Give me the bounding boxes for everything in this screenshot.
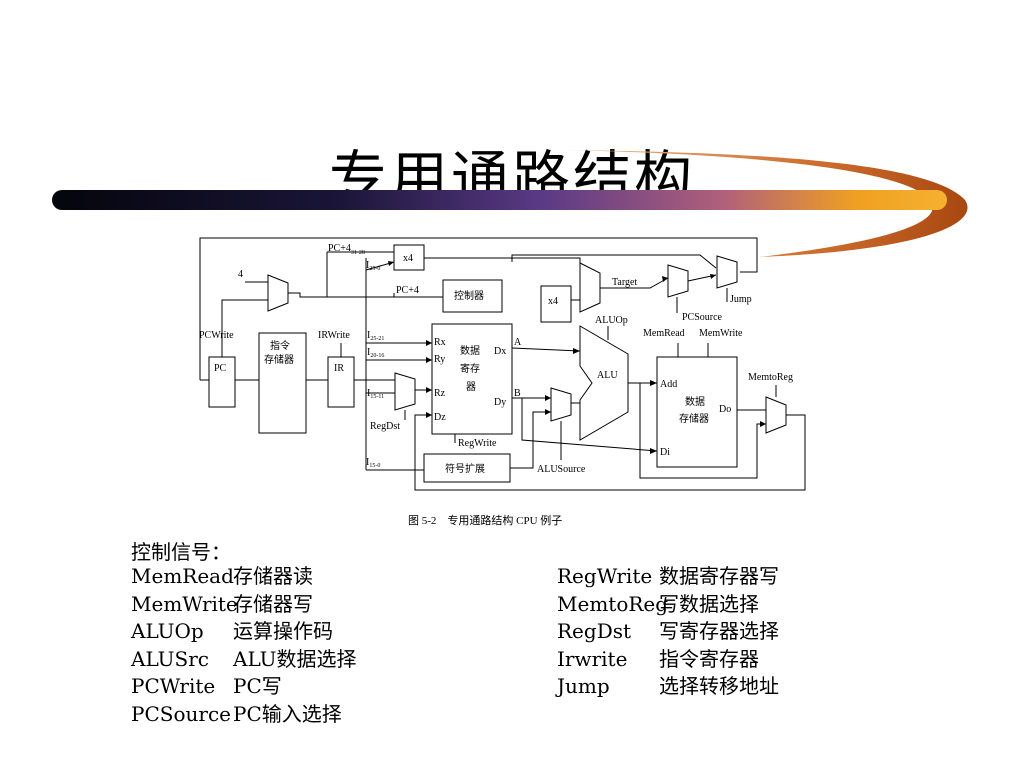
alu-label: ALU (597, 370, 618, 381)
signal-desc: 写数据选择 (659, 591, 759, 616)
label-i1511: I15-11 (367, 388, 384, 400)
label-memtoreg: MemtoReg (748, 372, 793, 383)
signal-desc: 数据寄存器写 (659, 564, 779, 588)
label-memread: MemRead (643, 328, 685, 339)
signal-name: PCWrite (131, 674, 216, 698)
label-x4-mid: x4 (548, 296, 558, 307)
signal-name: Jump (557, 674, 610, 698)
label-target: Target (612, 277, 637, 288)
signal-desc: 运算操作码 (233, 619, 333, 643)
signal-row: RegDst 写寄存器选择 (557, 618, 779, 646)
label-dz: Dz (434, 412, 446, 423)
signal-row: Irwrite 指令寄存器 (557, 646, 779, 674)
signal-name: ALUSrc (131, 646, 209, 671)
label-jump: Jump (730, 294, 752, 305)
label-aluop: ALUOp (595, 315, 628, 326)
datapath-diagram: PC+431-28 x4 I25-0 4 PC+4 控制器 x4 Target … (199, 237, 806, 527)
label-alusource: ALUSource (537, 464, 586, 475)
signal-row: Jump 选择转移地址 (557, 673, 779, 701)
signal-name: Irwrite (557, 646, 628, 671)
instr-mem-label-1: 指令 (270, 339, 290, 352)
label-rz: Rz (434, 388, 446, 399)
signal-desc: 选择转移地址 (659, 674, 779, 698)
signal-desc: PC写 (233, 674, 282, 698)
regfile-label-2: 寄存 (460, 362, 480, 375)
gradient-bar (52, 190, 947, 210)
label-regdst: RegDst (370, 421, 400, 432)
regfile-label-3: 器 (466, 381, 476, 393)
label-dy: Dy (494, 397, 506, 408)
label-rx: Rx (434, 337, 446, 348)
signal-name: ALUOp (131, 619, 204, 643)
ir-box-label: IR (334, 363, 344, 374)
label-add: Add (660, 379, 677, 390)
signal-name: RegDst (557, 619, 632, 643)
regfile-label-1: 数据 (460, 344, 480, 357)
signal-desc: 写寄存器选择 (659, 619, 779, 643)
signal-row: PCWrite PC写 (131, 673, 357, 701)
label-dx: Dx (494, 346, 506, 357)
signal-desc: 存储器写 (233, 591, 313, 616)
signal-desc: PC输入选择 (233, 701, 342, 726)
label-irwrite: IRWrite (318, 330, 350, 341)
signal-desc: 存储器读 (233, 564, 313, 588)
label-pcwrite: PCWrite (199, 330, 234, 341)
signal-row: ALUSrc ALU数据选择 (131, 646, 357, 674)
label-a: A (514, 337, 522, 348)
label-i150: I15-0 (366, 457, 380, 469)
figure-caption: 图 5-2 专用通路结构 CPU 例子 (408, 513, 562, 527)
label-memwrite: MemWrite (699, 328, 743, 339)
signal-name: PCSource (131, 701, 231, 726)
signal-desc: ALU数据选择 (233, 646, 357, 671)
label-four: 4 (238, 269, 243, 280)
label-pc4: PC+4 (396, 285, 419, 296)
signal-name: MemRead (131, 564, 234, 588)
instr-mem-label-2: 存储器 (264, 353, 294, 366)
datamem-label-2: 存储器 (679, 412, 709, 425)
label-di: Di (660, 447, 670, 458)
label-i2016: I20-16 (367, 347, 384, 359)
label-regwrite: RegWrite (458, 438, 497, 449)
pc-box-label: PC (214, 363, 227, 374)
signal-row: ALUOp 运算操作码 (131, 618, 357, 646)
signal-name: RegWrite (557, 564, 653, 588)
title-swoosh-decoration (52, 150, 968, 257)
signext-label: 符号扩展 (445, 462, 485, 475)
label-pc4-hi: PC+431-28 (328, 243, 365, 256)
label-ry: Ry (434, 354, 445, 365)
label-i2521: I25-21 (367, 330, 384, 342)
label-b: B (514, 388, 521, 399)
control-signals-heading: 控制信号： (131, 540, 231, 564)
signal-name: MemWrite (131, 591, 238, 616)
label-do: Do (719, 404, 731, 415)
label-pcsource: PCSource (682, 312, 723, 323)
datamem-label-1: 数据 (685, 395, 705, 408)
signal-name: MemtoReg (557, 591, 669, 616)
label-x4-top: x4 (403, 253, 413, 264)
label-i25: I25-0 (366, 260, 380, 272)
signal-desc: 指令寄存器 (659, 646, 759, 671)
controller-label: 控制器 (454, 289, 484, 302)
